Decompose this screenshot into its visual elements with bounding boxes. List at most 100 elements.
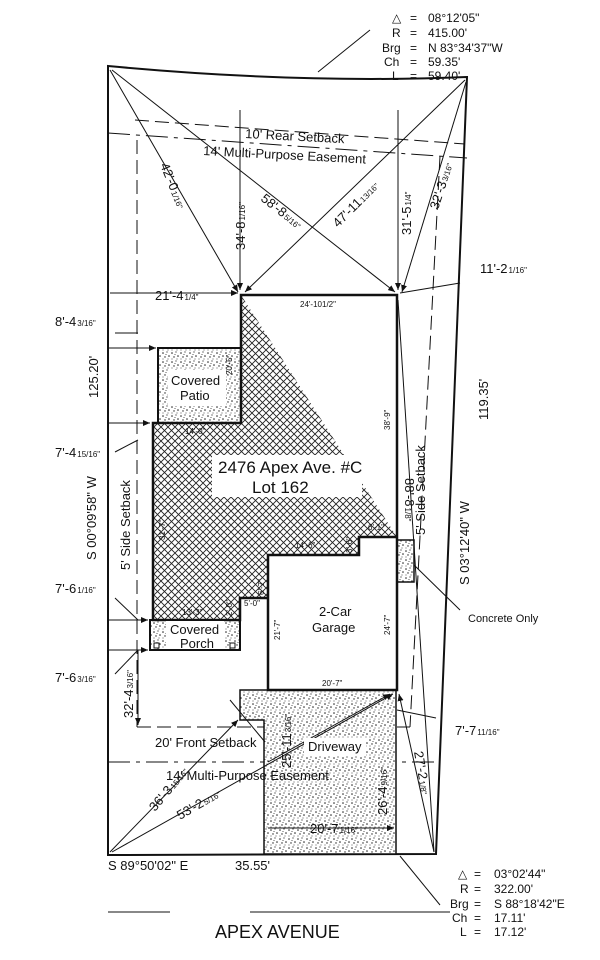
dim-7-6a-frac: 1/16" [77,586,96,595]
dim-7-6b: 7'-6 [55,670,76,685]
dim-7-4: 7'-4 [55,445,76,460]
svg-text:=: = [410,69,417,83]
dim-11-2: 11'-2 [480,261,508,276]
dim-47-11-frac: 13/16" [358,181,381,204]
dim-88-8-frac: 1/8" [403,508,412,522]
house-dim-31-7: 31'-7" [158,519,167,540]
dim-21-4: 21'-4 [155,288,184,303]
dim-7-4-frac: 15/16" [77,450,100,459]
covered-patio-label-2: Patio [180,388,210,403]
dim-25-11-frac: 3/16" [284,714,293,733]
svg-text:=: = [410,55,417,69]
curve-top-l: 59.40' [428,69,460,83]
covered-patio-label-1: Covered [171,373,220,388]
house-dimension-labels: 24'-101/2" 20'-5" 14'-0" 38'-9" 31'-7" 1… [158,300,392,688]
svg-text:26'-49/16": 26'-49/16" [375,767,390,815]
svg-text:=: = [474,925,481,939]
svg-text:24'-101/2": 24'-101/2" [300,300,336,309]
svg-text:7'-415/16": 7'-415/16" [55,445,100,460]
dim-8-4: 8'-4 [55,314,76,329]
dim-53-2-frac: 5/16" [202,790,223,807]
svg-text:53'-25/16": 53'-25/16" [174,786,223,823]
covered-porch-label-2: Porch [180,636,214,651]
svg-text:=: = [474,897,481,911]
boundary-labels: S 00°09'58" W 125.20' S 03°12'40" W 119.… [84,356,491,873]
curve-bottom-brg: S 88°18'42"E [494,897,565,911]
curve-table-top: △ = 08°12'05" R = 415.00' Brg = N 83°34'… [382,11,503,83]
house-dim-20-5: 20'-5" [225,354,234,375]
svg-text:27'-21/8": 27'-21/8" [411,750,433,796]
right-side-setback-label: 5' Side Setback [413,445,428,535]
curve-bottom-ch: 17.11' [494,911,525,925]
dim-27-2: 27'-2 [411,750,431,781]
diagonal-dimensions [109,69,467,853]
dim-32-3-frac: 3/16" [440,162,454,182]
svg-text:=: = [410,11,417,25]
house-dim-6-1: 6'-1" [368,523,384,532]
dim-7-6b-frac: 3/16" [77,675,96,684]
svg-text:21'-41/4": 21'-41/4" [155,288,199,303]
house-dim-21-7: 21'-7" [273,619,282,640]
house-dim-5-0: 5'-0" [244,599,260,608]
svg-text:=: = [474,867,481,881]
house-dim-24-7: 24'-7" [383,614,392,635]
front-easement-label: 14' Multi-Purpose Easement [166,768,329,783]
left-side-setback-label: 5' Side Setback [118,480,133,570]
house-dim-14-0: 14'-0" [185,427,206,436]
dim-34-8: 34'-8 [233,221,248,250]
dim-42-0: 42'-0 [157,161,182,193]
curve-bottom-l-label: L [460,925,467,939]
svg-text:34'-81/16": 34'-81/16" [233,202,248,250]
dim-27-2-frac: 1/8" [417,780,428,795]
west-bearing: S 00°09'58" W [84,475,99,560]
house-dim-38-9: 38'-9" [383,409,392,430]
east-bearing: S 03°12'40" W [457,500,472,585]
curve-top-l-label: L [392,69,399,83]
dim-7-6a: 7'-6 [55,581,76,596]
curve-top-r-label: R [392,26,401,40]
curve-top-brg: N 83°34'37"W [428,41,503,55]
dim-26-4-frac: 9/16" [380,767,389,786]
address-label: 2476 Apex Ave. #C [218,458,362,477]
curve-bottom-ch-label: Ch [452,911,467,925]
svg-text:32'-33/16": 32'-33/16" [427,161,456,211]
dim-25-11: 25'-11 [279,733,294,768]
linear-dimensions [108,282,461,831]
dim-34-8-frac: 1/16" [238,202,247,221]
dim-21-4-frac: 1/4" [185,293,199,302]
svg-text:8'-43/16": 8'-43/16" [55,314,96,329]
svg-text:=: = [410,26,417,40]
svg-text:11'-21/16": 11'-21/16" [480,261,527,276]
dim-11-2-frac: 1/16" [509,266,528,275]
south-length: 35.55' [235,858,270,873]
curve-top-ch: 59.35' [428,55,460,69]
room-labels: Covered Patio Covered Porch 2-Car Garage… [166,370,539,756]
curve-bottom-r: 322.00' [494,882,533,896]
rear-setback-label: 10' Rear Setback [245,126,345,146]
svg-text:7'-711/16": 7'-711/16" [455,723,500,738]
svg-text:42'-01/16": 42'-01/16" [157,161,189,211]
svg-text:=: = [410,41,417,55]
dim-20-7-frac: 1/16" [340,826,359,835]
covered-porch-label-1: Covered [170,622,219,637]
dim-26-4: 26'-4 [375,786,390,815]
curve-leaders [108,29,450,913]
dim-31-5-frac: 1/4" [404,191,413,205]
front-setback-label: 20' Front Setback [155,735,257,750]
garage-label-2: Garage [312,620,355,635]
dim-8-4-frac: 3/16" [77,319,96,328]
curve-table-bottom: △ = 03°02'44" R = 322.00' Brg = S 88°18'… [450,867,565,939]
driveway-label: Driveway [308,739,362,754]
lot-boundary [107,64,469,857]
svg-text:31'-51/4": 31'-51/4" [399,191,414,235]
svg-text:88'-81/8": 88'-81/8" [402,478,417,522]
house-dim-3-6: 3'-6" [345,537,354,553]
svg-text:32'-43/16": 32'-43/16" [121,670,136,718]
dim-7-7: 7'-7 [455,723,476,738]
east-length: 119.35' [476,379,491,420]
curve-bottom-r-label: R [460,882,469,896]
curve-top-ch-label: Ch [384,55,399,69]
curve-bottom-delta: 03°02'44" [494,867,545,881]
